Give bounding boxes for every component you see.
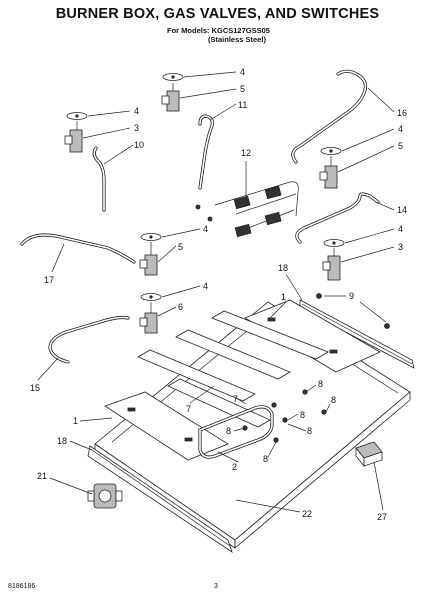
gas-tube-10 xyxy=(92,146,106,212)
callout-3: 3 xyxy=(398,242,403,252)
callout-8: 8 xyxy=(307,426,312,436)
diagram-title: BURNER BOX, GAS VALVES, AND SWITCHES xyxy=(55,6,380,22)
bracket-front xyxy=(104,391,229,461)
callout-5: 5 xyxy=(178,242,183,252)
switch-harness xyxy=(195,181,299,238)
document-number: 8186186 xyxy=(8,583,36,590)
valve-knob-disc xyxy=(66,73,345,301)
callout-4: 4 xyxy=(203,224,208,234)
callout-1: 1 xyxy=(73,416,78,426)
support-channels xyxy=(137,310,329,428)
callout-4: 4 xyxy=(398,124,403,134)
callout-numbers: 4 5 11 4 3 10 16 4 5 12 14 4 3 4 5 17 18… xyxy=(30,67,407,522)
callout-12: 12 xyxy=(241,148,251,158)
callout-5: 5 xyxy=(240,84,245,94)
callout-8: 8 xyxy=(318,379,323,389)
callout-5: 5 xyxy=(398,141,403,151)
burner-tube xyxy=(198,405,274,459)
callout-4: 4 xyxy=(203,281,208,291)
callout-10: 10 xyxy=(134,140,144,150)
callout-15: 15 xyxy=(30,383,40,393)
finish-line: (Stainless Steel) xyxy=(208,35,266,44)
callout-8: 8 xyxy=(331,395,336,405)
callout-3: 3 xyxy=(134,123,139,133)
callout-4: 4 xyxy=(398,224,403,234)
gas-tube-14 xyxy=(295,192,380,244)
callout-17: 17 xyxy=(44,275,54,285)
gas-tube-15 xyxy=(48,315,130,364)
callout-9: 9 xyxy=(349,291,354,301)
callout-21: 21 xyxy=(37,471,47,481)
leader-lines xyxy=(37,71,395,513)
callout-11: 11 xyxy=(238,100,247,110)
callout-16: 16 xyxy=(397,108,407,118)
gas-tube-16 xyxy=(291,69,368,164)
callout-4: 4 xyxy=(134,106,139,116)
gas-tube-17 xyxy=(20,233,136,264)
callout-22: 22 xyxy=(302,509,312,519)
callout-4: 4 xyxy=(240,67,245,77)
callout-2: 2 xyxy=(232,462,237,472)
callout-1: 1 xyxy=(281,292,286,302)
callout-7: 7 xyxy=(233,394,238,404)
callout-14: 14 xyxy=(397,205,407,215)
callout-6: 6 xyxy=(178,302,183,312)
front-trim-strip xyxy=(87,445,233,553)
callout-18: 18 xyxy=(57,436,67,446)
switch-module xyxy=(355,441,383,468)
pressure-regulator xyxy=(87,483,123,509)
callout-27: 27 xyxy=(377,512,387,522)
callout-7: 7 xyxy=(186,404,191,414)
callout-8: 8 xyxy=(263,454,268,464)
gas-tube-11 xyxy=(198,114,214,190)
callout-18: 18 xyxy=(278,263,288,273)
gas-valve xyxy=(64,83,341,334)
models-line: For Models: KGCS127GSS05 xyxy=(167,26,270,35)
screws xyxy=(242,293,390,443)
callout-8: 8 xyxy=(300,410,305,420)
page-number: 3 xyxy=(214,583,218,590)
callout-8: 8 xyxy=(226,426,231,436)
